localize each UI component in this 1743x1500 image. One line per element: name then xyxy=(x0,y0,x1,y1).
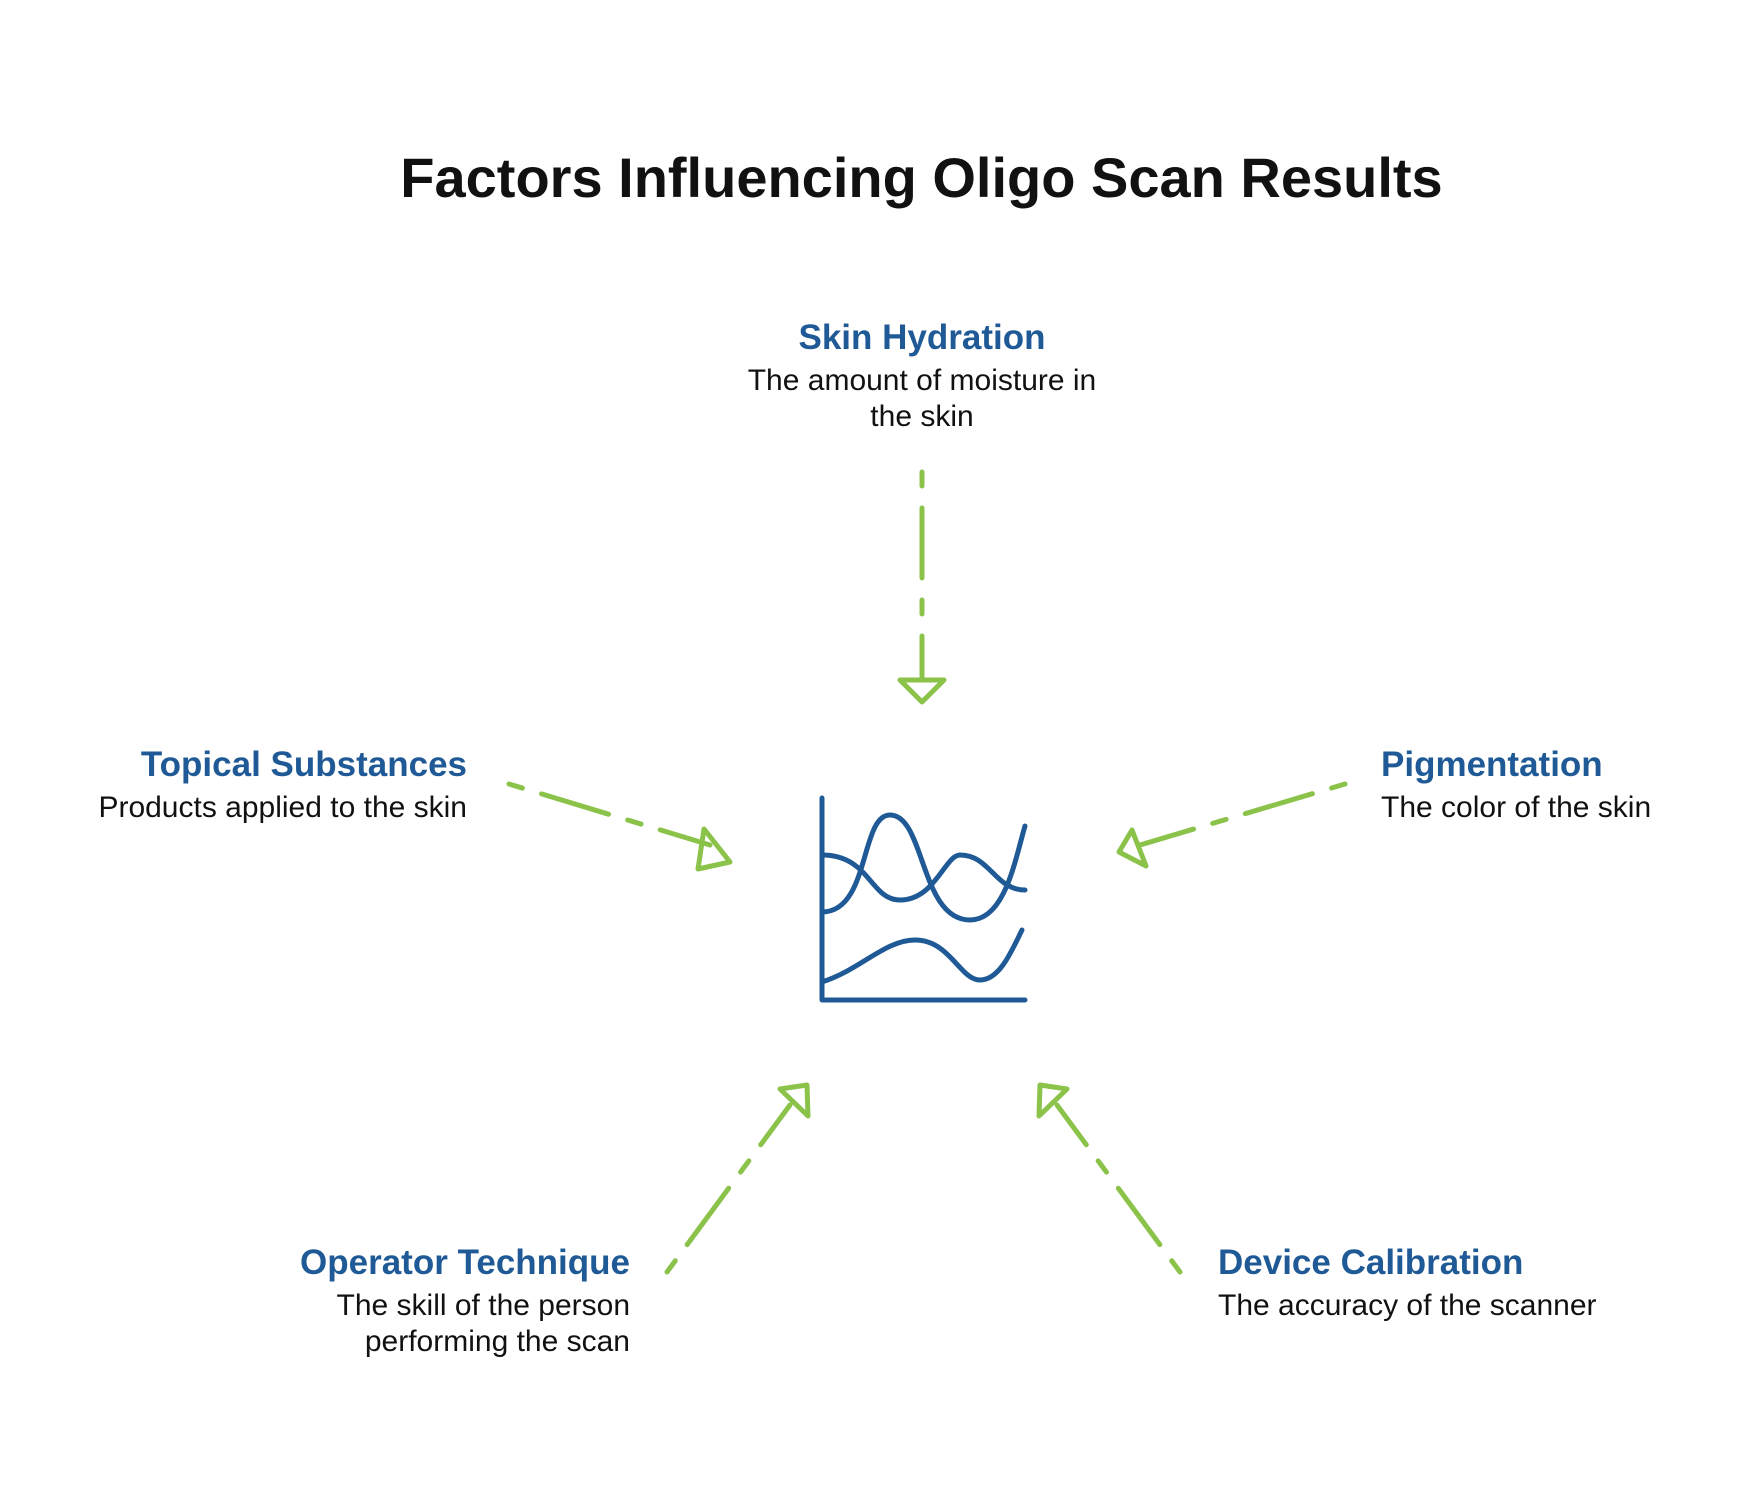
arrow-topical-substances xyxy=(506,781,733,872)
description-line: performing the scan xyxy=(364,1325,630,1358)
description-line: The accuracy of the scanner xyxy=(1218,1289,1597,1322)
arrow-pigmentation xyxy=(1116,781,1348,869)
factor-skin-hydration: Skin Hydration The amount of moisture in… xyxy=(722,320,1122,435)
factor-description: The color of the skin xyxy=(1381,790,1721,826)
factor-description: Products applied to the skin xyxy=(60,790,467,826)
factor-name: Pigmentation xyxy=(1381,745,1603,784)
arrow-device-calibration xyxy=(1036,1082,1183,1275)
arrow-skin-hydration xyxy=(897,469,947,705)
line-chart-icon xyxy=(819,795,1028,1003)
factor-device-calibration: Device Calibration The accuracy of the s… xyxy=(1218,1245,1638,1324)
chart-wave-2 xyxy=(819,852,1028,903)
factor-description: The amount of moisture in the skin xyxy=(722,363,1122,435)
description-line: The color of the skin xyxy=(1381,791,1652,824)
description-line: The amount of moisture in xyxy=(747,364,1097,397)
factor-name: Topical Substances xyxy=(140,745,467,784)
chart-axes xyxy=(819,795,1028,1003)
factor-name: Skin Hydration xyxy=(798,318,1046,357)
factor-description: The accuracy of the scanner xyxy=(1218,1288,1638,1324)
arrow-operator-technique xyxy=(664,1082,811,1275)
factor-name: Operator Technique xyxy=(300,1243,630,1282)
description-line: Products applied to the skin xyxy=(98,791,467,824)
description-line: The skill of the person xyxy=(336,1289,630,1322)
factor-pigmentation: Pigmentation The color of the skin xyxy=(1381,747,1721,826)
description-line: the skin xyxy=(870,400,974,433)
chart-wave-1 xyxy=(819,812,1028,923)
factor-topical-substances: Topical Substances Products applied to t… xyxy=(60,747,467,826)
chart-wave-3 xyxy=(819,927,1025,985)
factor-name: Device Calibration xyxy=(1218,1243,1524,1282)
page-title: Factors Influencing Oligo Scan Results xyxy=(400,146,1443,209)
factor-operator-technique: Operator Technique The skill of the pers… xyxy=(230,1245,630,1360)
factor-description: The skill of the person performing the s… xyxy=(230,1288,630,1360)
